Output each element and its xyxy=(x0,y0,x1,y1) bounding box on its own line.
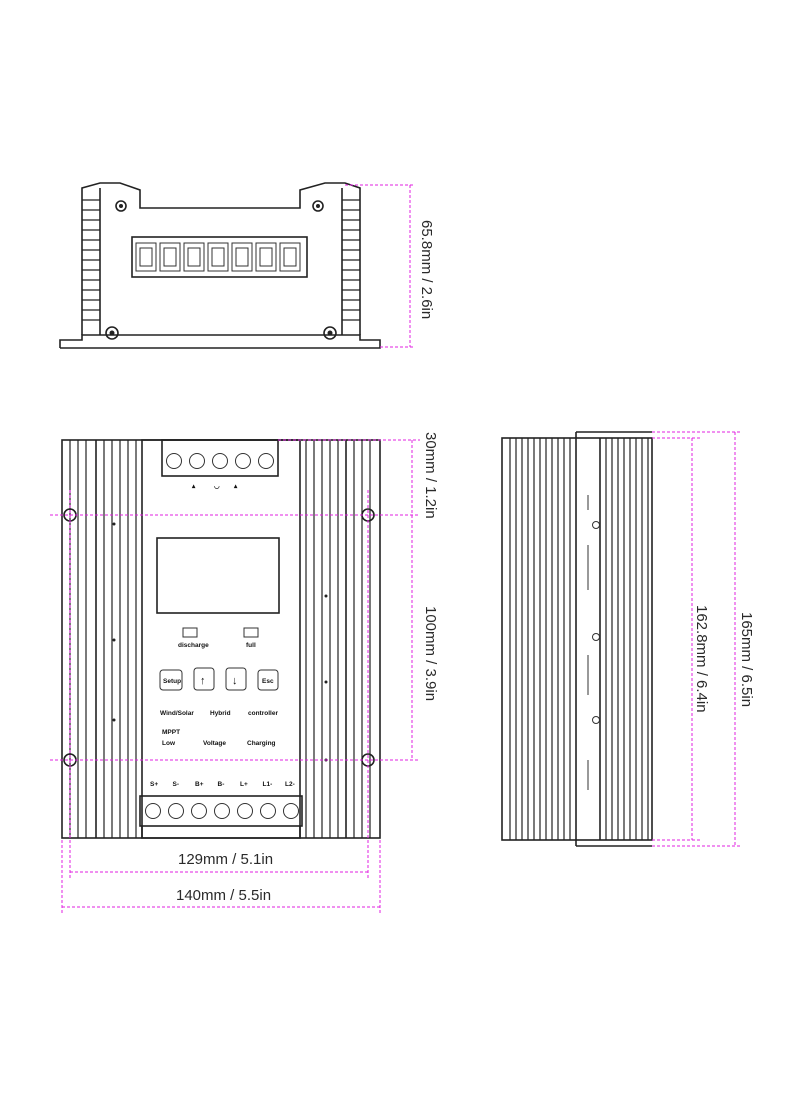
label-hybrid: Hybrid xyxy=(210,710,231,717)
terminal-label: L+ xyxy=(240,781,248,788)
label-low: Low xyxy=(162,740,176,747)
label-charging: Charging xyxy=(247,740,276,747)
side-view: 162.8mm / 6.4in 165mm / 6.5in xyxy=(501,431,755,847)
front-view: ▴ ◡ ▴ discharge full Setup ↑ ↓ Esc Wind/… xyxy=(50,432,439,915)
svg-text:↓: ↓ xyxy=(232,675,238,687)
top-view: 65.8mm / 2.6in xyxy=(59,182,435,349)
label-voltage: Voltage xyxy=(203,740,226,747)
label-controller: controller xyxy=(248,710,278,717)
dim-hole-horizontal: 129mm / 5.1in xyxy=(178,851,273,868)
dim-overall-length: 165mm / 6.5in xyxy=(738,612,755,707)
terminal-label: S+ xyxy=(150,781,158,788)
svg-text:↑: ↑ xyxy=(200,675,206,687)
terminal-label: B+ xyxy=(195,781,204,788)
terminal-label: L2- xyxy=(285,781,295,788)
dim-height-top: 65.8mm / 2.6in xyxy=(418,220,435,319)
terminal-label: L1- xyxy=(263,781,273,788)
setup-button[interactable]: Setup xyxy=(159,669,183,691)
terminal-label: B- xyxy=(218,781,225,788)
down-button[interactable]: ↓ xyxy=(225,667,247,691)
label-mppt: MPPT xyxy=(162,729,180,736)
terminal-label: S- xyxy=(173,781,180,788)
indicator-discharge-label: discharge xyxy=(178,642,209,649)
svg-text:▴: ▴ xyxy=(233,483,238,490)
svg-text:▴: ▴ xyxy=(191,483,196,490)
dim-overall-width: 140mm / 5.5in xyxy=(176,887,271,904)
svg-text:Esc: Esc xyxy=(262,678,274,685)
svg-text:Setup: Setup xyxy=(163,678,181,685)
dim-body-length: 162.8mm / 6.4in xyxy=(693,605,710,713)
svg-text:◡: ◡ xyxy=(214,483,220,490)
up-button[interactable]: ↑ xyxy=(193,667,215,691)
dim-terminal-offset: 30mm / 1.2in xyxy=(422,432,439,519)
indicator-full-label: full xyxy=(246,642,256,649)
dim-hole-vertical: 100mm / 3.9in xyxy=(422,606,439,701)
label-wind-solar: Wind/Solar xyxy=(160,710,194,717)
esc-button[interactable]: Esc xyxy=(257,669,279,691)
